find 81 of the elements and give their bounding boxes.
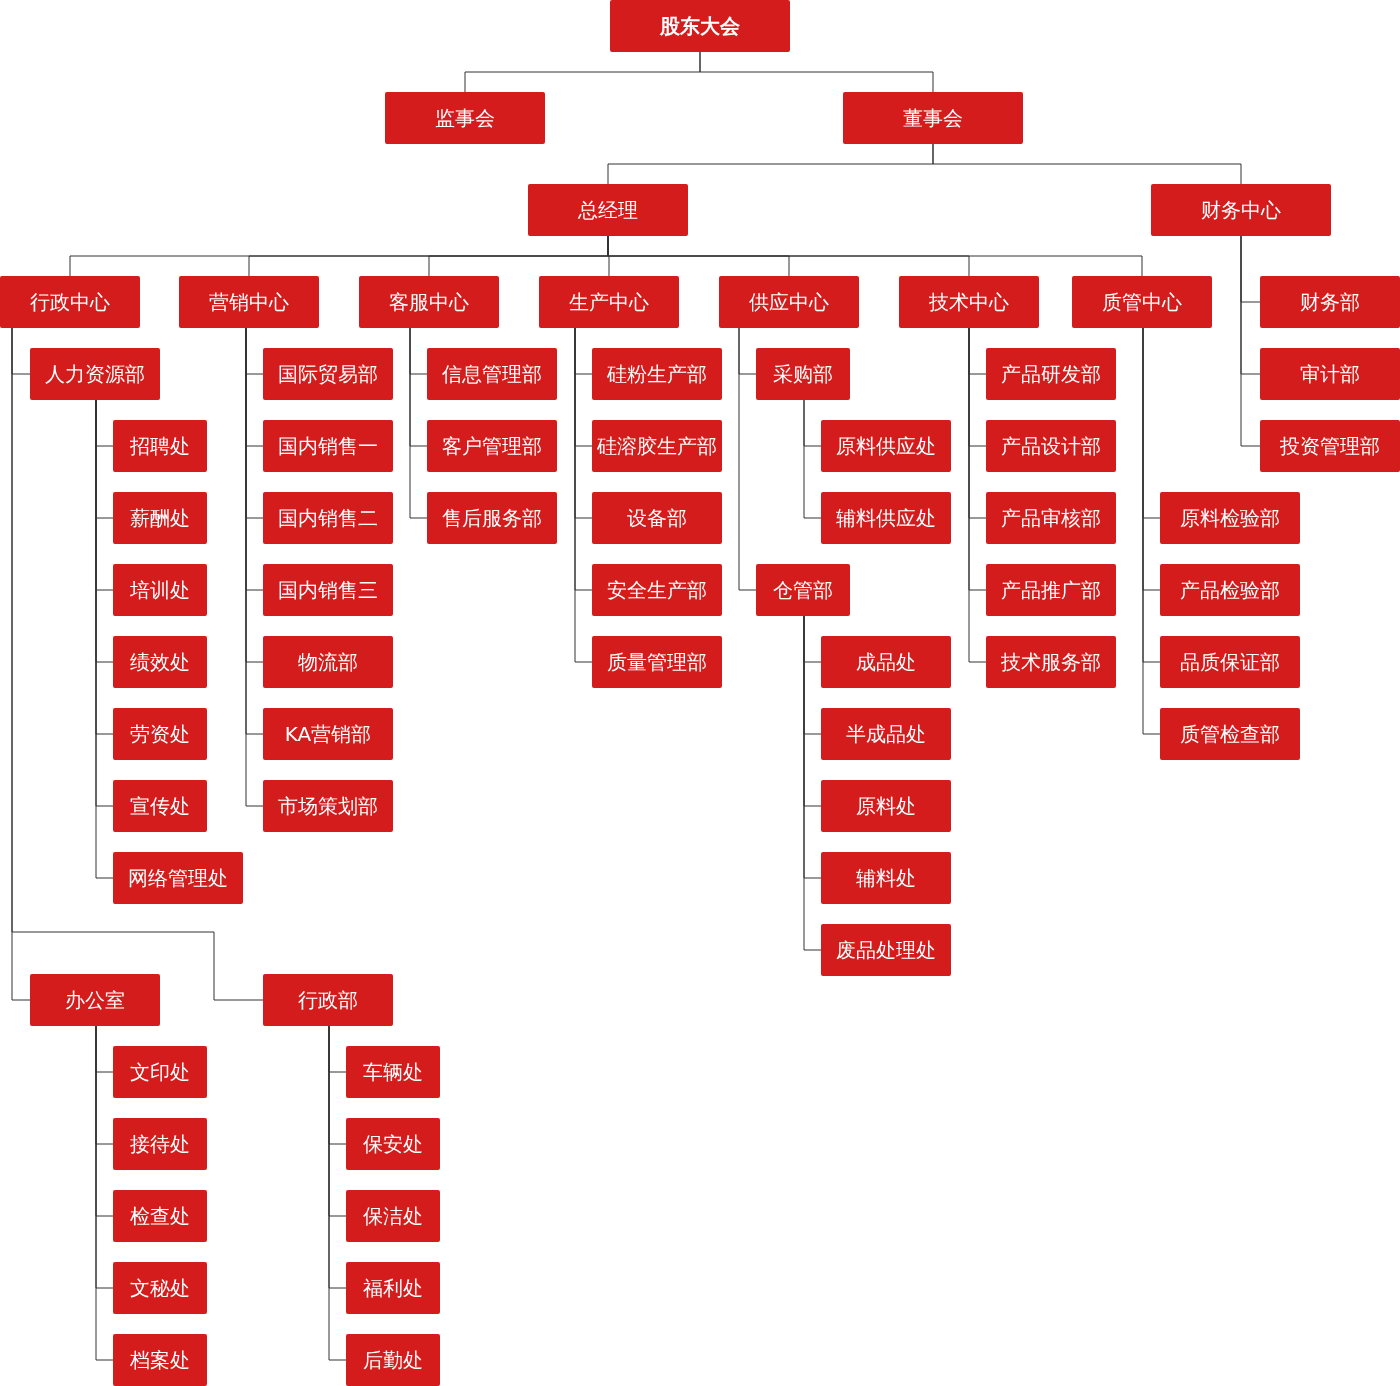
department-box: 保安处 — [346, 1118, 440, 1170]
department-box: 绩效处 — [113, 636, 207, 688]
department-box: 辅料供应处 — [821, 492, 951, 544]
department-box: 宣传处 — [113, 780, 207, 832]
department-box: 仓管部 — [756, 564, 850, 616]
department-box: 辅料处 — [821, 852, 951, 904]
connector-line — [409, 327, 428, 519]
department-box: 营销中心 — [179, 276, 319, 328]
department-box: 产品审核部 — [986, 492, 1116, 544]
department-box: 设备部 — [592, 492, 722, 544]
connector-line — [968, 327, 987, 663]
department-box: 产品研发部 — [986, 348, 1116, 400]
department-box: 国内销售一 — [263, 420, 393, 472]
department-box: 技术服务部 — [986, 636, 1116, 688]
connector-line — [932, 143, 1242, 185]
department-box: 质量管理部 — [592, 636, 722, 688]
department-box: 网络管理处 — [113, 852, 243, 904]
department-box: 生产中心 — [539, 276, 679, 328]
department-box: 采购部 — [756, 348, 850, 400]
department-box: 物流部 — [263, 636, 393, 688]
department-box: 安全生产部 — [592, 564, 722, 616]
department-box: 国际贸易部 — [263, 348, 393, 400]
department-box: 供应中心 — [719, 276, 859, 328]
department-box: 品质保证部 — [1160, 636, 1300, 688]
department-box: 福利处 — [346, 1262, 440, 1314]
department-box: 原料检验部 — [1160, 492, 1300, 544]
department-box: 投资管理部 — [1260, 420, 1400, 472]
department-box: 产品检验部 — [1160, 564, 1300, 616]
department-box: 车辆处 — [346, 1046, 440, 1098]
department-box: 硅粉生产部 — [592, 348, 722, 400]
department-box: 信息管理部 — [427, 348, 557, 400]
department-box: 成品处 — [821, 636, 951, 688]
department-box: 办公室 — [30, 974, 160, 1026]
department-box: 保洁处 — [346, 1190, 440, 1242]
department-box: 财务中心 — [1151, 184, 1331, 236]
department-box: 质管检查部 — [1160, 708, 1300, 760]
department-box: 薪酬处 — [113, 492, 207, 544]
department-box: 后勤处 — [346, 1334, 440, 1386]
connector-line — [699, 51, 934, 93]
connector-line — [1240, 235, 1261, 447]
department-box: 文秘处 — [113, 1262, 207, 1314]
department-box: 股东大会 — [610, 0, 790, 52]
department-box: 硅溶胶生产部 — [592, 420, 722, 472]
department-box: 客户管理部 — [427, 420, 557, 472]
department-box: 废品处理处 — [821, 924, 951, 976]
department-box: 总经理 — [528, 184, 688, 236]
department-box: 市场策划部 — [263, 780, 393, 832]
department-box: 售后服务部 — [427, 492, 557, 544]
department-box: 审计部 — [1260, 348, 1400, 400]
department-box: 原料供应处 — [821, 420, 951, 472]
connector-line — [328, 1025, 347, 1361]
department-box: 档案处 — [113, 1334, 207, 1386]
department-box: 技术中心 — [899, 276, 1039, 328]
department-box: 行政中心 — [0, 276, 140, 328]
department-box: 产品设计部 — [986, 420, 1116, 472]
department-box: 劳资处 — [113, 708, 207, 760]
department-box: 文印处 — [113, 1046, 207, 1098]
department-box: 国内销售二 — [263, 492, 393, 544]
department-box: 质管中心 — [1072, 276, 1212, 328]
department-box: 培训处 — [113, 564, 207, 616]
connector-line — [803, 399, 822, 519]
department-box: 接待处 — [113, 1118, 207, 1170]
connector-line — [574, 327, 593, 663]
department-box: 董事会 — [843, 92, 1023, 144]
department-box: 原料处 — [821, 780, 951, 832]
department-box: 监事会 — [385, 92, 545, 144]
department-box: 行政部 — [263, 974, 393, 1026]
department-box: 产品推广部 — [986, 564, 1116, 616]
department-box: 检查处 — [113, 1190, 207, 1242]
department-box: KA营销部 — [263, 708, 393, 760]
department-box: 半成品处 — [821, 708, 951, 760]
department-box: 招聘处 — [113, 420, 207, 472]
connector-line — [11, 327, 264, 1001]
connector-line — [95, 1025, 114, 1361]
connector-line — [738, 327, 757, 591]
connector-line — [1142, 327, 1161, 735]
department-box: 客服中心 — [359, 276, 499, 328]
connector-line — [803, 615, 822, 951]
department-box: 国内销售三 — [263, 564, 393, 616]
department-box: 财务部 — [1260, 276, 1400, 328]
department-box: 人力资源部 — [30, 348, 160, 400]
